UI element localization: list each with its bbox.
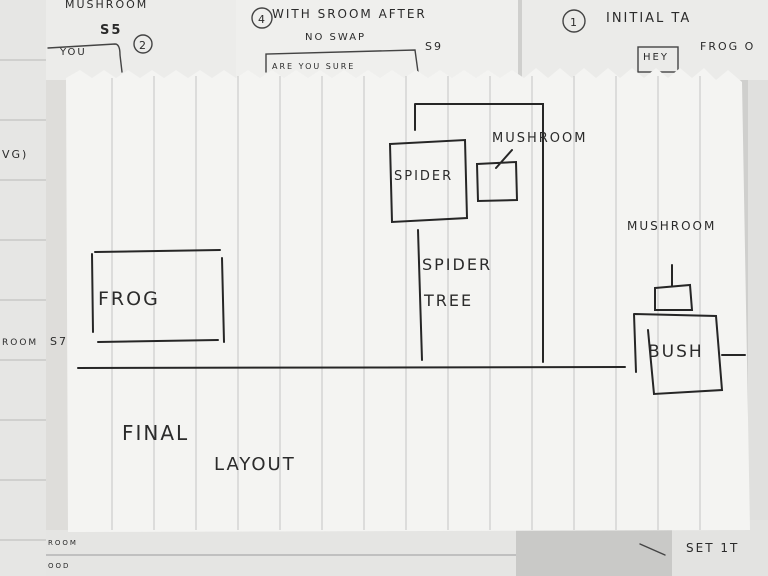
top-left-number: 2 — [139, 39, 148, 52]
top-middle-step: S9 — [425, 40, 443, 53]
spider-tree-label-line1: SPIDER — [422, 255, 492, 274]
background-sheet-right — [748, 80, 768, 520]
background-sheet-top-right: 1 INITIAL TA HEY FROG O — [522, 0, 768, 80]
bush-mushroom-label: MUSHROOM — [627, 219, 716, 233]
title-line2: LAYOUT — [214, 454, 296, 475]
top-middle-box-text: ARE YOU SURE — [272, 62, 355, 71]
left-text-room: ROOM — [2, 338, 38, 348]
bush-label: BUSH — [648, 342, 704, 362]
left-step-s7: S7 — [50, 335, 68, 348]
top-middle-line2: NO SWAP — [305, 32, 366, 43]
spider-box: SPIDER — [388, 138, 469, 224]
left-text-vg: VG) — [2, 148, 28, 161]
bottom-left-room: ROOM — [48, 539, 78, 547]
frog-label: FROG — [98, 288, 160, 310]
top-middle-number: 4 — [258, 13, 267, 26]
background-sheet-top-left: MUSHROOM S5 2 YOU — [46, 0, 236, 80]
top-right-number: 1 — [570, 16, 579, 29]
background-sheet-left: VG) — [0, 0, 46, 576]
title-line1: FINAL — [122, 421, 189, 445]
tree-mushroom-label: MUSHROOM — [492, 131, 587, 146]
background-sheet-bottom: ROOM OOD SET 1T — [46, 500, 768, 576]
top-middle-line1: WITH SROOM AFTER — [272, 7, 427, 21]
ground-line — [77, 366, 626, 369]
top-left-step: S5 — [100, 23, 122, 38]
bush-mushroom: MUSHROOM — [627, 219, 716, 311]
top-right-box-text: HEY — [643, 52, 669, 63]
bottom-left-ood: OOD — [48, 562, 70, 570]
tree-mushroom: MUSHROOM — [475, 131, 587, 203]
top-left-heading: MUSHROOM — [65, 0, 148, 11]
spider-tree: SPIDER TREE — [414, 103, 544, 363]
frog-box: FROG — [91, 249, 225, 343]
top-right-text: FROG O — [700, 40, 755, 53]
spider-label: SPIDER — [394, 169, 453, 184]
background-sheet-top-middle: 4 WITH SROOM AFTER NO SWAP S9 ARE YOU SU… — [236, 0, 518, 80]
bottom-right-text: SET 1T — [686, 541, 739, 555]
top-right-heading: INITIAL TA — [606, 11, 691, 26]
bush-box: BUSH — [633, 313, 746, 396]
spider-tree-label-line2: TREE — [423, 291, 473, 310]
top-left-you: YOU — [59, 47, 87, 58]
main-sheet — [66, 68, 750, 532]
